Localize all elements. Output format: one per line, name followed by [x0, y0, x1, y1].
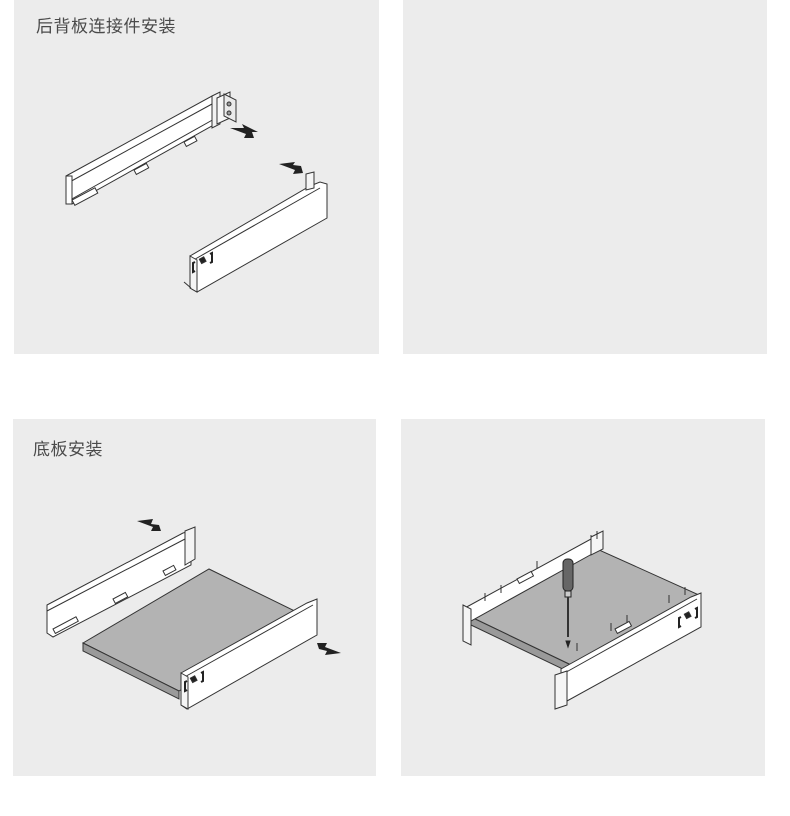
step-panel-screw-fixing [401, 419, 765, 776]
step-panel-bottom-board: 底板安装 [13, 419, 376, 776]
empty-panel [403, 0, 767, 354]
screwdriver-icon [562, 558, 574, 649]
step-panel-back-connector: 后背板连接件安装 [14, 0, 379, 354]
back-connector-illustration [65, 91, 328, 293]
bottom-board-illustration [46, 519, 341, 710]
screw-fixing-illustration [462, 530, 702, 710]
step-caption: 后背板连接件安装 [36, 17, 176, 37]
step-caption: 底板安装 [33, 440, 103, 460]
